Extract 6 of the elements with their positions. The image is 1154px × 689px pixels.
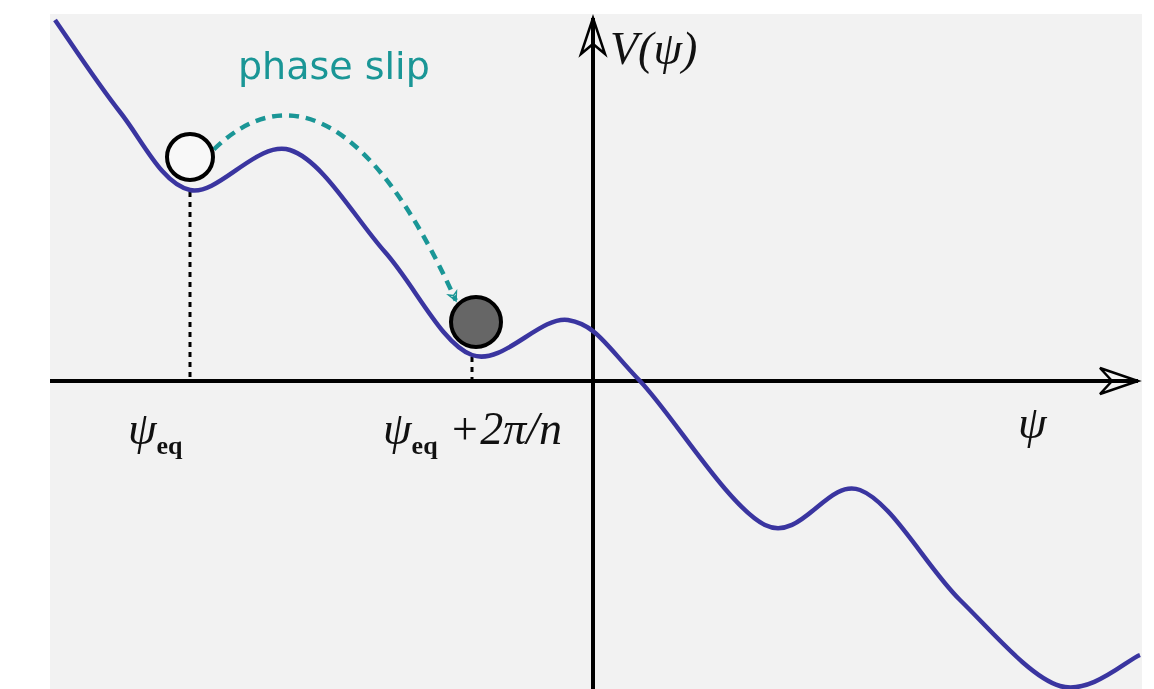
- tick-label: ψ$_{eq}$: [128, 402, 183, 462]
- tick-label: ψ$_{eq}$ +2π/n: [382, 402, 563, 462]
- axis-label: V(ψ): [610, 22, 698, 76]
- axis-label: ψ: [1018, 396, 1047, 450]
- edge-label: phase slip: [238, 44, 430, 88]
- arrow: [212, 113, 458, 302]
